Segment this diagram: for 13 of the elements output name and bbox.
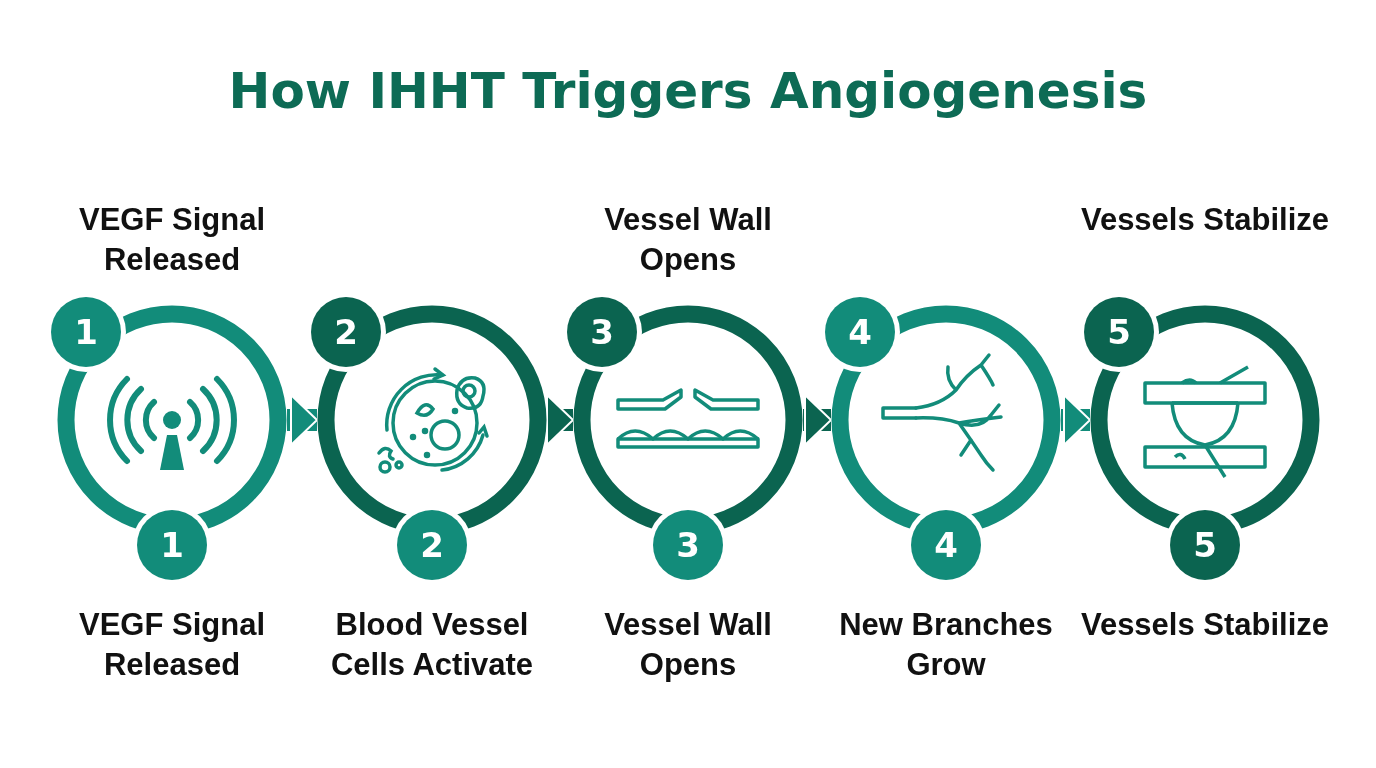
step-label: VEGF Signal Released [78, 201, 266, 279]
arrow [803, 394, 832, 446]
step-label: Vessel Wall Opens [603, 201, 773, 279]
arrow [287, 394, 318, 446]
step-label: New Branches Grow [838, 606, 1054, 684]
step-label: Blood Vessel Cells Activate [329, 606, 535, 684]
step-label: Vessels Stabilize [1079, 606, 1331, 644]
step-label: Vessels Stabilize [1079, 201, 1331, 239]
step-label: Vessel Wall Opens [603, 606, 773, 684]
arrow [546, 394, 574, 446]
title: How IHHT Triggers Angiogenesis [227, 62, 1149, 120]
arrow [1061, 394, 1091, 446]
step-label: VEGF Signal Released [78, 606, 266, 684]
